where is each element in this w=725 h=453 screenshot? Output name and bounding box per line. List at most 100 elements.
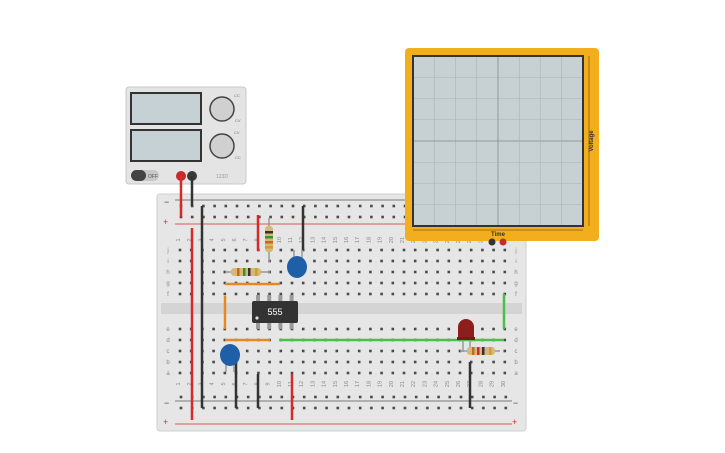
breadboard-hole[interactable]: [436, 360, 439, 364]
breadboard-hole[interactable]: [357, 259, 361, 263]
breadboard-hole[interactable]: [357, 327, 361, 331]
breadboard-hole[interactable]: [436, 259, 439, 263]
rail-hole[interactable]: [235, 215, 239, 219]
rail-hole[interactable]: [280, 395, 284, 399]
rail-hole[interactable]: [336, 406, 340, 410]
rail-hole[interactable]: [482, 395, 485, 399]
rail-hole[interactable]: [381, 406, 384, 410]
breadboard-hole[interactable]: [436, 292, 439, 296]
breadboard-hole[interactable]: [313, 270, 316, 274]
breadboard-hole[interactable]: [380, 360, 383, 364]
rail-hole[interactable]: [381, 395, 384, 399]
rail-hole[interactable]: [302, 395, 306, 399]
breadboard-hole[interactable]: [313, 360, 316, 364]
rail-hole[interactable]: [224, 406, 228, 410]
breadboard-hole[interactable]: [413, 349, 417, 353]
breadboard-hole[interactable]: [413, 259, 417, 263]
breadboard-hole[interactable]: [503, 338, 507, 342]
breadboard-hole[interactable]: [469, 281, 473, 285]
breadboard-hole[interactable]: [234, 259, 238, 263]
breadboard-hole[interactable]: [324, 360, 327, 364]
rail-hole[interactable]: [258, 215, 261, 219]
rail-hole[interactable]: [459, 406, 463, 410]
breadboard-hole[interactable]: [178, 281, 182, 285]
breadboard-hole[interactable]: [178, 259, 182, 263]
breadboard-hole[interactable]: [346, 371, 350, 375]
breadboard-hole[interactable]: [380, 371, 383, 375]
breadboard-hole[interactable]: [178, 349, 182, 353]
rail-hole[interactable]: [213, 406, 216, 410]
oscilloscope[interactable]: Time Voltage: [405, 48, 599, 246]
breadboard-hole[interactable]: [335, 259, 339, 263]
breadboard-hole[interactable]: [279, 270, 283, 274]
breadboard-hole[interactable]: [425, 270, 428, 274]
breadboard-hole[interactable]: [346, 259, 350, 263]
breadboard-hole[interactable]: [481, 292, 484, 296]
breadboard-hole[interactable]: [492, 259, 495, 263]
breadboard-hole[interactable]: [447, 360, 451, 364]
rail-hole[interactable]: [202, 406, 205, 410]
breadboard-hole[interactable]: [257, 371, 260, 375]
rail-hole[interactable]: [213, 215, 216, 219]
breadboard-hole[interactable]: [279, 259, 283, 263]
breadboard-hole[interactable]: [290, 360, 294, 364]
breadboard-hole[interactable]: [391, 281, 395, 285]
breadboard-hole[interactable]: [346, 349, 350, 353]
breadboard-hole[interactable]: [458, 248, 462, 252]
breadboard-hole[interactable]: [380, 270, 383, 274]
breadboard-hole[interactable]: [245, 292, 249, 296]
breadboard-hole[interactable]: [469, 259, 473, 263]
rail-hole[interactable]: [437, 406, 440, 410]
breadboard-hole[interactable]: [357, 371, 361, 375]
breadboard-hole[interactable]: [447, 259, 451, 263]
rail-hole[interactable]: [403, 406, 407, 410]
breadboard-hole[interactable]: [313, 259, 316, 263]
breadboard-hole[interactable]: [357, 349, 361, 353]
breadboard-hole[interactable]: [425, 371, 428, 375]
breadboard-hole[interactable]: [369, 360, 372, 364]
breadboard-hole[interactable]: [391, 349, 395, 353]
breadboard-hole[interactable]: [481, 327, 484, 331]
breadboard-hole[interactable]: [369, 281, 372, 285]
breadboard-hole[interactable]: [436, 281, 439, 285]
breadboard-hole[interactable]: [290, 349, 294, 353]
breadboard-hole[interactable]: [335, 292, 339, 296]
breadboard-hole[interactable]: [268, 360, 271, 364]
rail-hole[interactable]: [202, 204, 205, 208]
breadboard-hole[interactable]: [413, 371, 417, 375]
rail-hole[interactable]: [246, 395, 250, 399]
breadboard-hole[interactable]: [290, 292, 294, 296]
rail-hole[interactable]: [426, 395, 429, 399]
breadboard-hole[interactable]: [469, 248, 473, 252]
breadboard-hole[interactable]: [503, 349, 507, 353]
breadboard-hole[interactable]: [436, 371, 439, 375]
probe-terminal-red[interactable]: [499, 238, 507, 246]
breadboard-hole[interactable]: [212, 349, 215, 353]
rail-hole[interactable]: [314, 395, 317, 399]
breadboard-hole[interactable]: [402, 248, 406, 252]
breadboard-hole[interactable]: [301, 327, 305, 331]
rail-hole[interactable]: [347, 204, 351, 208]
breadboard-hole[interactable]: [425, 327, 428, 331]
rail-hole[interactable]: [493, 395, 496, 399]
rail-hole[interactable]: [314, 406, 317, 410]
rail-hole[interactable]: [392, 215, 396, 219]
rail-hole[interactable]: [336, 215, 340, 219]
breadboard-hole[interactable]: [212, 338, 215, 342]
breadboard-hole[interactable]: [313, 281, 316, 285]
breadboard-hole[interactable]: [413, 292, 417, 296]
capacitor-2[interactable]: [220, 344, 240, 366]
current-knob[interactable]: [209, 133, 235, 159]
breadboard-hole[interactable]: [223, 270, 227, 274]
breadboard-hole[interactable]: [178, 327, 182, 331]
breadboard-hole[interactable]: [425, 292, 428, 296]
breadboard-hole[interactable]: [346, 292, 350, 296]
rail-hole[interactable]: [246, 406, 250, 410]
rail-hole[interactable]: [448, 395, 452, 399]
breadboard-hole[interactable]: [492, 327, 495, 331]
rail-hole[interactable]: [190, 215, 194, 219]
breadboard-hole[interactable]: [503, 248, 507, 252]
rail-hole[interactable]: [381, 204, 384, 208]
breadboard-hole[interactable]: [313, 292, 316, 296]
breadboard-hole[interactable]: [257, 292, 260, 296]
